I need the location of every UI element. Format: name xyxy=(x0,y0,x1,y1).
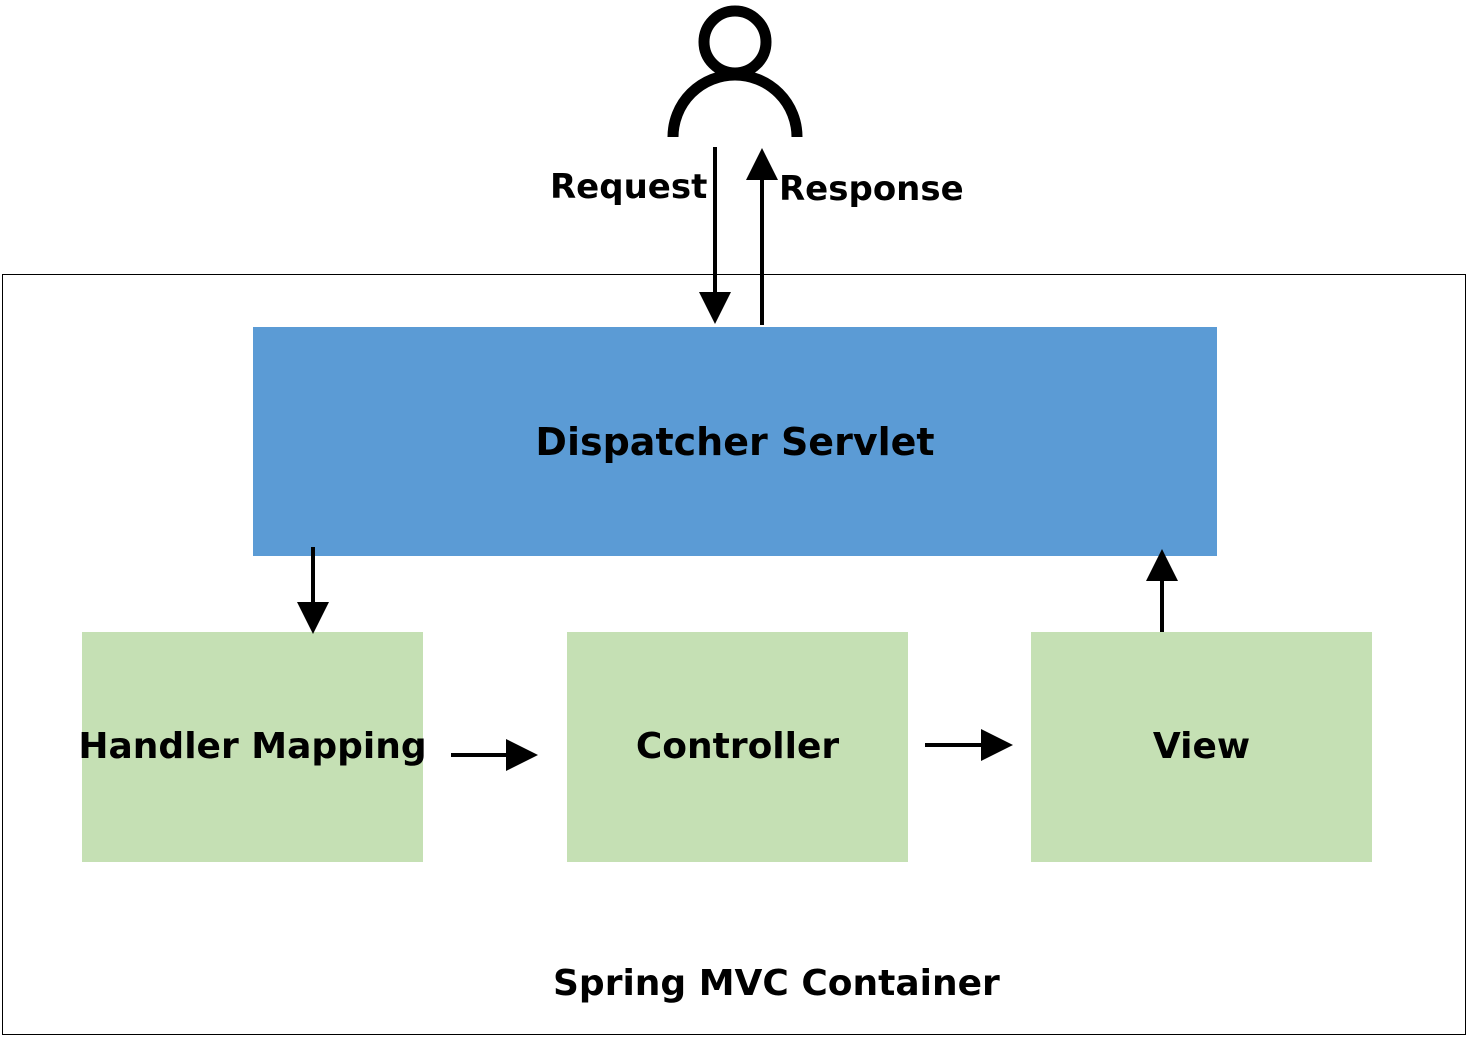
spring-mvc-container xyxy=(2,274,1466,1035)
container-label: Spring MVC Container xyxy=(553,963,1000,1004)
response-label: Response xyxy=(779,169,964,209)
view-box: View xyxy=(1031,632,1372,862)
request-label: Request xyxy=(550,167,708,207)
dispatcher-servlet-box: Dispatcher Servlet xyxy=(253,327,1217,556)
dispatcher-servlet-label: Dispatcher Servlet xyxy=(535,419,935,464)
handler-mapping-label: Handler Mapping xyxy=(78,726,427,767)
handler-mapping-box: Handler Mapping xyxy=(78,632,427,862)
controller-label: Controller xyxy=(635,726,840,767)
controller-box: Controller xyxy=(567,632,908,862)
view-label: View xyxy=(1152,726,1251,767)
